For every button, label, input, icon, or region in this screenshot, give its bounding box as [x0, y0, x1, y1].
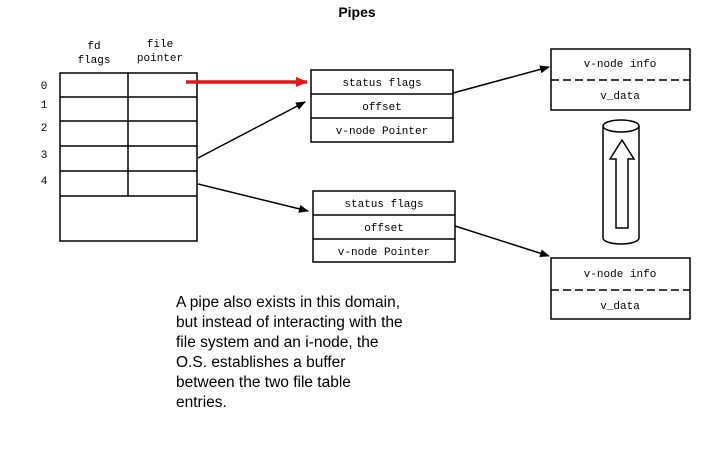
- status-flags-label: status flags: [344, 199, 423, 211]
- offset-label: offset: [362, 102, 402, 114]
- vnode-box-1: v-node info v_data: [550, 48, 691, 111]
- entry2-to-vnode2-arrow: [454, 225, 550, 258]
- description-line: A pipe also exists in this domain,: [176, 294, 400, 311]
- vnode-pointer-label: v-node Pointer: [338, 247, 430, 259]
- vnode-frame: [550, 257, 691, 320]
- fd-row-label: 1: [41, 100, 48, 112]
- file-pointer-header-line2: pointer: [137, 53, 183, 65]
- fd-row-label: 3: [41, 150, 48, 162]
- offset-label: offset: [364, 223, 404, 235]
- fd-flags-header-line1: fd: [87, 41, 100, 53]
- description-line: between the two file table: [176, 374, 351, 391]
- description-line: file system and an i-node, the: [176, 334, 378, 351]
- fd-row-label: 4: [41, 176, 48, 188]
- vnode-pointer-label: v-node Pointer: [336, 126, 428, 138]
- vnode-info-label: v-node info: [584, 59, 657, 71]
- fd3-to-entry1-arrow: [197, 101, 306, 159]
- pipe-buffer-cylinder-icon: [602, 119, 640, 245]
- fd-flags-header-line2: flags: [77, 55, 110, 67]
- page-title: Pipes: [338, 4, 376, 20]
- description-line: entries.: [176, 394, 227, 411]
- description-text: A pipe also exists in this domain, but i…: [176, 294, 403, 411]
- description-line: but instead of interacting with the: [176, 314, 403, 331]
- fd4-to-entry2-arrow: [197, 183, 309, 213]
- up-arrow-icon: [608, 138, 636, 229]
- file-pointer-header-line1: file: [147, 39, 173, 51]
- fd-row-label: 2: [41, 123, 48, 135]
- fd-row-label: 0: [41, 81, 48, 93]
- vnode-data-label: v_data: [600, 301, 640, 313]
- file-table-entry-frame: [310, 69, 454, 143]
- status-flags-label: status flags: [342, 78, 421, 90]
- vnode-info-label: v-node info: [584, 269, 657, 281]
- entry1-to-vnode1-arrow: [452, 65, 550, 94]
- cylinder-top: [602, 119, 640, 133]
- description-line: O.S. establishes a buffer: [176, 354, 345, 371]
- cylinder-body: [602, 126, 640, 245]
- fd-table: 0 1 2 3 4: [41, 72, 198, 242]
- vnode-data-label: v_data: [600, 91, 640, 103]
- vnode-box-2: v-node info v_data: [550, 257, 691, 320]
- file-table-entry-2: status flags offset v-node Pointer: [312, 190, 456, 263]
- file-table-entry-1: status flags offset v-node Pointer: [310, 69, 454, 143]
